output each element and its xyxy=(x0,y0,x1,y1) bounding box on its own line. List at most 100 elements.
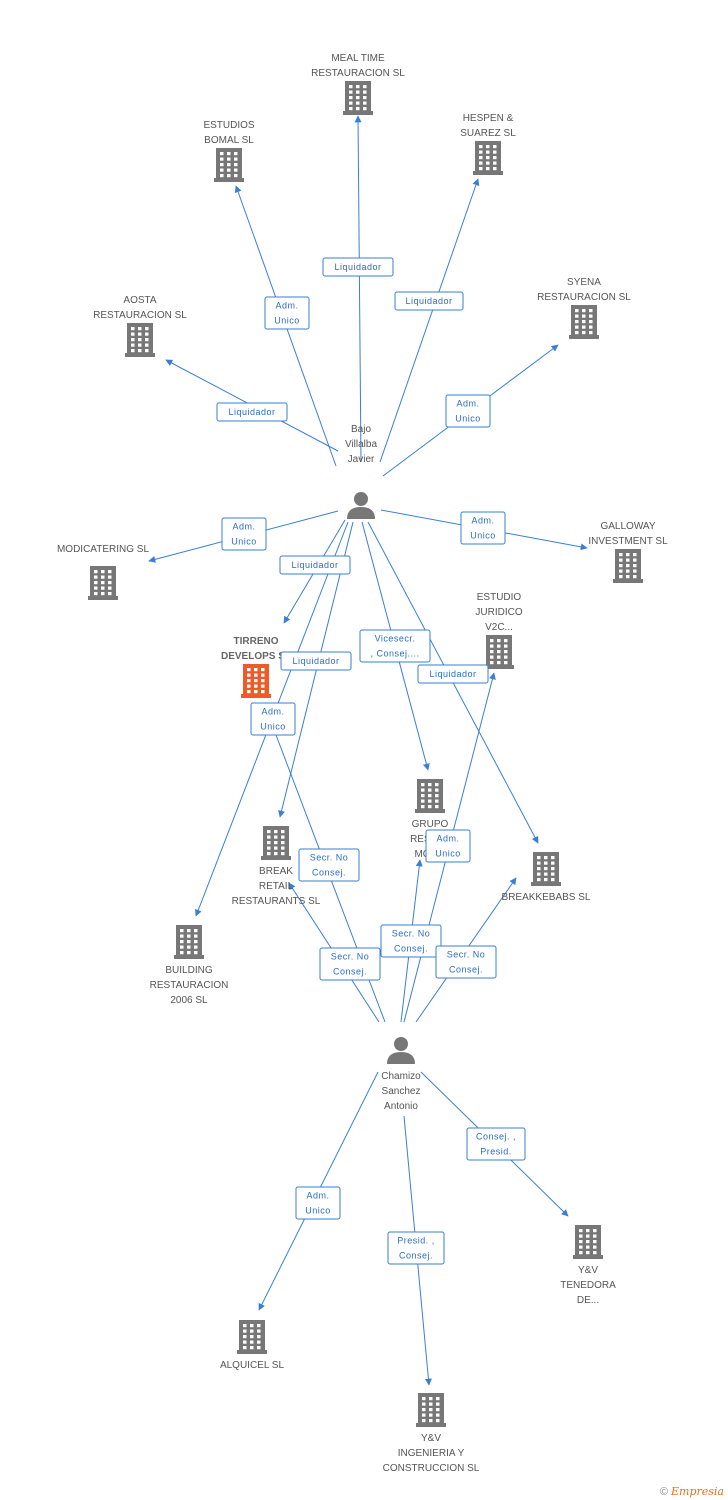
building-icon[interactable] xyxy=(416,1393,446,1427)
copyright-icon: © xyxy=(659,1486,668,1498)
edge-label-bajo-villalba-modicatering[interactable]: Adm. Unico xyxy=(221,517,267,551)
edge-label-bajo-villalba-estudios-bomal[interactable]: Adm.Unico xyxy=(264,296,310,330)
building-icon[interactable] xyxy=(125,323,155,357)
node-label: SUAREZ SL xyxy=(460,128,516,139)
building-icon[interactable] xyxy=(237,1320,267,1354)
edge-label-chamizo-alquicel[interactable]: Adm. Unico xyxy=(295,1186,341,1220)
node-label: Villalba xyxy=(345,439,377,450)
node-label: GRUPO xyxy=(412,819,449,830)
building-icon[interactable] xyxy=(214,148,244,182)
edge-label-text: Adm. xyxy=(232,522,255,532)
edge-label-text: Liquidador xyxy=(429,669,476,679)
edge-label-text: Unico xyxy=(260,722,286,732)
building-icon[interactable] xyxy=(473,141,503,175)
edge-label-bajo-villalba-syena[interactable]: Adm. Unico xyxy=(445,394,491,428)
edge-label-text: Secr. No xyxy=(392,929,431,939)
edge-label-chamizo-breakkebabs[interactable]: Secr. No Consej. xyxy=(435,945,497,979)
edge-label-text: , Consej.... xyxy=(370,649,419,659)
footer-credit: © Empresia xyxy=(660,1485,724,1498)
edge-label-text: Unico xyxy=(455,414,481,424)
edge-label-text: Adm. xyxy=(456,399,479,409)
node-label: MODICATERING SL xyxy=(57,544,149,555)
brand-logo[interactable]: Empresia xyxy=(671,1485,724,1498)
building-icon[interactable] xyxy=(174,925,204,959)
edge-label-chamizo-yv-ingenieria[interactable]: Presid. ,Consej. xyxy=(387,1231,445,1265)
node-label: ESTUDIO xyxy=(477,592,522,603)
node-alquicel[interactable]: ALQUICEL SL xyxy=(220,1320,285,1371)
building-icon[interactable] xyxy=(531,852,561,886)
edge-label-text: Liquidador xyxy=(292,656,339,666)
edge-label-text: Consej. xyxy=(394,944,428,954)
node-hespen-suarez[interactable]: HESPEN & SUAREZ SL xyxy=(460,113,516,175)
node-label: MEAL TIME xyxy=(331,53,385,64)
edge-label-text: Unico xyxy=(470,531,496,541)
node-label: RESTAURACION SL xyxy=(93,310,187,321)
node-yv-tenedora[interactable]: Y&VTENEDORADE... xyxy=(560,1225,616,1306)
edge-label-text: Vicesecr. xyxy=(375,634,416,644)
edge-label-text: Unico xyxy=(305,1206,331,1216)
edge-label-chamizo-grupo-restau[interactable]: Secr. No Consej. xyxy=(380,924,442,958)
edge-label-bajo-villalba-tirreno[interactable]: Liquidador xyxy=(279,555,351,575)
edge-label-text: Adm. xyxy=(306,1191,329,1201)
person-icon[interactable] xyxy=(347,492,375,519)
node-modicatering[interactable]: MODICATERING SL xyxy=(57,544,149,600)
building-icon[interactable] xyxy=(613,549,643,583)
person-icon[interactable] xyxy=(387,1037,415,1064)
edge-label-bajo-villalba-building-restauracion[interactable]: Adm. Unico xyxy=(250,702,296,736)
node-label: HESPEN & xyxy=(463,113,514,124)
edge-label-bajo-villalba-grupo-restau[interactable]: Vicesecr. , Consej.... xyxy=(359,629,431,663)
edge-label-text: Secr. No xyxy=(447,950,486,960)
building-icon[interactable] xyxy=(415,779,445,813)
edge-label-text: Liquidador xyxy=(405,296,452,306)
building-icon[interactable] xyxy=(484,635,514,669)
node-label: JURIDICO xyxy=(475,607,522,618)
edge-label-bajo-villalba-break-retail[interactable]: Liquidador xyxy=(280,651,352,671)
edge-label-text: Adm. xyxy=(275,301,298,311)
edge-label-text: Adm. xyxy=(261,707,284,717)
node-label: Sanchez xyxy=(382,1086,421,1097)
edge-label-bajo-villalba-galloway[interactable]: Adm.Unico xyxy=(460,511,506,545)
building-icon[interactable] xyxy=(573,1225,603,1259)
edge-label-chamizo-estudio-juridico[interactable]: Adm.Unico xyxy=(425,829,471,863)
edge-label-text: Consej. xyxy=(399,1251,433,1261)
node-label: ESTUDIOS xyxy=(203,120,254,131)
edge-label-text: Unico xyxy=(231,537,257,547)
node-label: GALLOWAY xyxy=(600,521,655,532)
node-label: Y&V xyxy=(421,1433,441,1444)
node-label: TIRRENO xyxy=(234,636,279,647)
building-icon[interactable] xyxy=(569,305,599,339)
edge-label-bajo-villalba-aosta[interactable]: Liquidador xyxy=(216,402,288,422)
edge-label-text: Secr. No xyxy=(310,853,349,863)
edge-label-text: Consej. xyxy=(449,965,483,975)
node-label: Bajo xyxy=(351,424,371,435)
building-icon[interactable] xyxy=(88,566,118,600)
node-label: Javier xyxy=(348,454,375,465)
node-breakkebabs[interactable]: BREAKKEBABS SL xyxy=(502,852,591,903)
node-label: RESTAURACION xyxy=(150,980,229,991)
edge-label-chamizo-yv-tenedora[interactable]: Consej. ,Presid. xyxy=(466,1127,526,1161)
building-icon[interactable] xyxy=(261,826,291,860)
edge-label-bajo-villalba-breakkebabs[interactable]: Liquidador xyxy=(417,664,489,684)
node-label: Antonio xyxy=(384,1101,418,1112)
building-icon[interactable] xyxy=(241,664,271,698)
node-label: SYENA xyxy=(567,277,601,288)
node-estudio-juridico[interactable]: ESTUDIOJURIDICOV2C... xyxy=(475,592,523,669)
building-icon[interactable] xyxy=(343,81,373,115)
edge-label-bajo-villalba-hespen-suarez[interactable]: Liquidador xyxy=(394,291,464,311)
edge-label-bajo-villalba-meal-time[interactable]: Liquidador xyxy=(322,257,394,277)
edge-label-text: Unico xyxy=(435,849,461,859)
node-label: TENEDORA xyxy=(560,1280,616,1291)
